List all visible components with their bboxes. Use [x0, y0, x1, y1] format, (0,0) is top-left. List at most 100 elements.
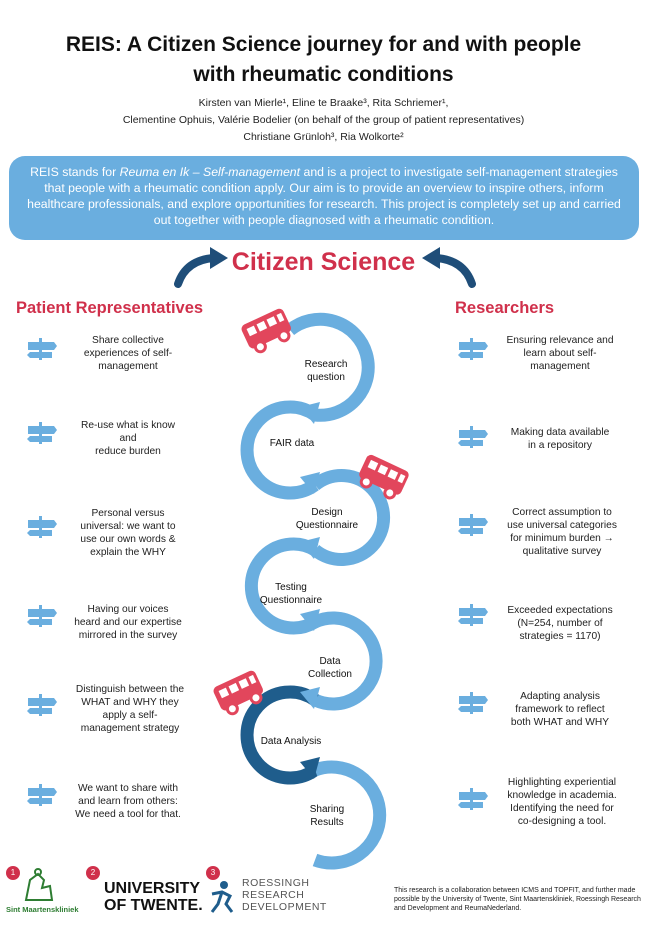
item-line: Re-use what is know — [81, 420, 175, 431]
item-line: experiences of self- — [83, 348, 173, 359]
signpost-icon — [27, 784, 57, 806]
item-line: Adapting analysis — [520, 691, 600, 702]
signpost-icon — [458, 338, 488, 360]
step-text: FAIR data — [269, 438, 315, 449]
signpost-icon — [27, 694, 57, 716]
item-line: Ensuring relevance and — [506, 335, 614, 346]
researchers-heading: Researchers — [455, 299, 555, 317]
item-line: reduce burden — [95, 446, 161, 457]
item-line: explain the WHY — [90, 547, 166, 558]
step-fair-data: FAIR data — [252, 438, 332, 451]
item-line: We want to share with — [77, 783, 179, 794]
patient-item: Share collective experiences of self- ma… — [58, 334, 198, 373]
step-text: Design — [311, 507, 343, 518]
item-line: both WHAT and WHY — [510, 717, 610, 728]
ut-line: OF TWENTE. — [104, 897, 203, 914]
journey-arrowhead — [300, 687, 320, 709]
signpost-icon — [458, 426, 488, 448]
item-line: learn about self- — [523, 348, 597, 359]
researcher-item: Adapting analysis framework to reflect b… — [490, 690, 630, 729]
authors-line-3: Christiane Grünloh³, Ria Wolkorte² — [243, 131, 404, 143]
signpost-icon — [27, 605, 57, 627]
step-text: question — [307, 371, 345, 383]
step-text: Results — [310, 816, 344, 828]
intro-part-1: REIS stands for — [30, 165, 120, 179]
item-line: and learn from others: — [78, 796, 178, 807]
item-line: strategies = 1170) — [519, 631, 601, 642]
researcher-item: Ensuring relevance and learn about self-… — [490, 334, 630, 373]
item-line: heard and our expertise — [74, 617, 182, 628]
patient-item: We want to share with and learn from oth… — [58, 782, 198, 821]
logo-badge-3: 3 — [206, 866, 220, 880]
bus-icon — [213, 670, 263, 716]
sint-maartenskliniek-logo: Sint Maartenskliniek — [6, 905, 79, 914]
journey-arc-5 — [312, 611, 383, 711]
item-line: Share collective — [92, 335, 164, 346]
intro-emphasis: Reuma en Ik – Self-management — [119, 165, 301, 179]
bus-icon — [359, 454, 409, 500]
step-text: Collection — [308, 668, 352, 680]
journey-arc-2 — [240, 400, 319, 500]
funding-note: This research is a collaboration between… — [394, 887, 641, 912]
rrd-line: RESEARCH — [242, 889, 305, 901]
step-text: Data Analysis — [260, 736, 322, 747]
logo-badge-2: 2 — [86, 866, 100, 880]
roessingh-logo: ROESSINGH RESEARCH DEVELOPMENT — [242, 877, 327, 913]
patient-item: Re-use what is know and reduce burden — [58, 419, 198, 458]
step-research-question: Research question — [286, 359, 366, 384]
bus-icon — [241, 308, 291, 354]
item-line: Making data available — [510, 427, 610, 438]
journey-arc-4 — [244, 537, 319, 635]
item-line: We need a tool for that. — [75, 809, 181, 820]
step-data-collection: Data Collection — [290, 656, 370, 681]
step-design-questionnaire: Design Questionnaire — [280, 507, 374, 532]
intro-box — [9, 156, 639, 240]
item-line: Exceeded expectations — [507, 605, 613, 616]
researcher-item: Correct assumption to use universal cate… — [490, 506, 634, 558]
journey-arc-7 — [312, 760, 387, 870]
journey-arrowhead — [300, 757, 320, 779]
item-line: Correct assumption to — [512, 507, 612, 518]
patient-item: Having our voices heard and our expertis… — [58, 603, 198, 642]
item-line: and — [119, 433, 137, 444]
curved-arrows-icon — [174, 247, 476, 288]
author-list: Kirsten van Mierle¹, Eline te Braake³, R… — [0, 95, 647, 146]
journey-arrowhead — [300, 609, 320, 631]
step-text: Data — [319, 656, 341, 667]
item-line: Identifying the need for — [510, 803, 614, 814]
authors-line-2: Clementine Ophuis, Valérie Bodelier (on … — [122, 114, 525, 126]
step-sharing-results: Sharing Results — [287, 804, 367, 829]
item-line: apply a self- — [102, 710, 158, 721]
step-testing-questionnaire: Testing Questionnaire — [244, 582, 338, 607]
researcher-item: Exceeded expectations (N=254, number of … — [490, 604, 630, 643]
step-text: Testing — [275, 582, 307, 593]
poster-title: REIS: A Citizen Science journey for and … — [0, 30, 647, 90]
patient-item: Personal versus universal: we want to us… — [58, 507, 198, 559]
step-text: Questionnaire — [259, 594, 323, 606]
item-line: universal: we want to — [80, 521, 176, 532]
university-of-twente-logo: UNIVERSITY OF TWENTE. — [104, 880, 203, 914]
logo-badge-1: 1 — [6, 866, 20, 880]
ut-line: UNIVERSITY — [104, 880, 201, 897]
item-line: use universal categories — [507, 520, 617, 531]
patient-item: Distinguish between the WHAT and WHY the… — [58, 683, 202, 735]
item-line: Distinguish between the — [75, 684, 185, 695]
researcher-item: Making data available in a repository — [490, 426, 630, 452]
item-line: for minimum burden → — [510, 533, 614, 544]
step-data-analysis: Data Analysis — [248, 736, 334, 749]
signpost-icon — [458, 604, 488, 626]
intro-part-2: and is a project to investigate self-man… — [27, 165, 621, 227]
journey-arc-3 — [310, 469, 391, 566]
signpost-icon — [458, 788, 488, 810]
item-line: framework to reflect — [515, 704, 605, 715]
journey-arc-6 — [240, 685, 319, 785]
item-line: WHAT and WHY they — [81, 697, 179, 708]
signpost-icon — [27, 516, 57, 538]
authors-line-1: Kirsten van Mierle¹, Eline te Braake³, R… — [198, 97, 449, 109]
signpost-icon — [458, 514, 488, 536]
item-line: Having our voices — [87, 604, 169, 615]
item-line: co-designing a tool. — [517, 816, 607, 827]
signpost-icon — [27, 422, 57, 444]
journey-path — [240, 312, 391, 870]
step-text: Research — [304, 359, 348, 370]
